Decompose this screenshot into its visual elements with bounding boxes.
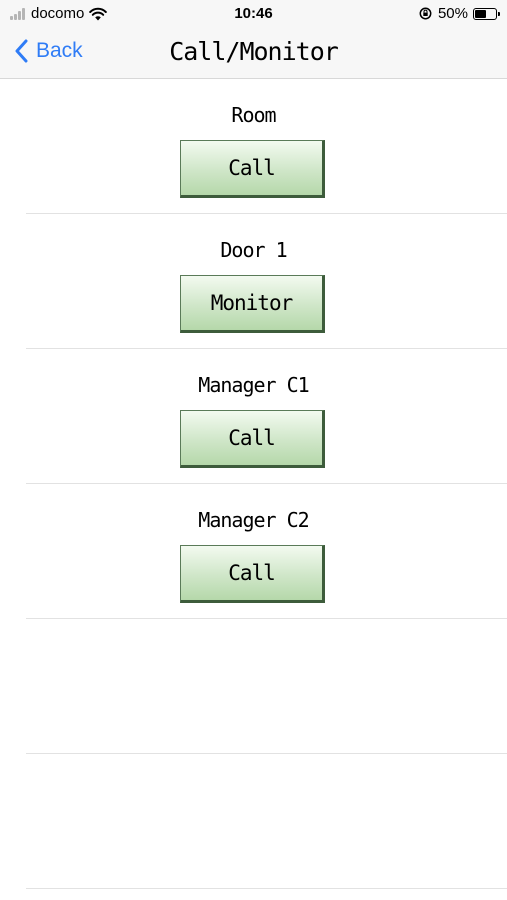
status-bar: docomo 10:46 50% [0,0,507,28]
back-button[interactable]: Back [14,39,83,63]
chevron-left-icon [15,39,28,63]
status-right: 50% [419,5,500,22]
status-time: 10:46 [234,5,273,22]
orientation-lock-icon [419,7,432,20]
monitor-door-1-button[interactable]: Monitor [180,275,325,333]
call-room-button[interactable]: Call [180,140,325,198]
list-item-label: Door 1 [220,238,287,262]
status-left: docomo [10,5,108,22]
empty-row [26,619,507,754]
back-label: Back [36,39,83,62]
signal-bars-icon [10,7,26,20]
empty-row [26,754,507,889]
list-item-label: Room [231,103,276,127]
list-item-manager-c2: Manager C2 Call [26,484,507,619]
list-item-manager-c1: Manager C1 Call [26,349,507,484]
list-item-label: Manager C1 [198,373,309,397]
call-manager-c1-button[interactable]: Call [180,410,325,468]
list-item-door-1: Door 1 Monitor [26,214,507,349]
list-item-label: Manager C2 [198,508,309,532]
battery-icon [473,7,500,20]
list-item-room: Room Call [26,79,507,214]
wifi-icon [89,7,108,20]
page-title: Call/Monitor [169,37,339,66]
call-monitor-list: Room Call Door 1 Monitor Manager C1 Call… [0,79,507,889]
call-manager-c2-button[interactable]: Call [180,545,325,603]
navigation-bar: Back Call/Monitor [0,28,507,79]
battery-percent: 50% [437,5,468,22]
carrier-name: docomo [31,5,85,22]
